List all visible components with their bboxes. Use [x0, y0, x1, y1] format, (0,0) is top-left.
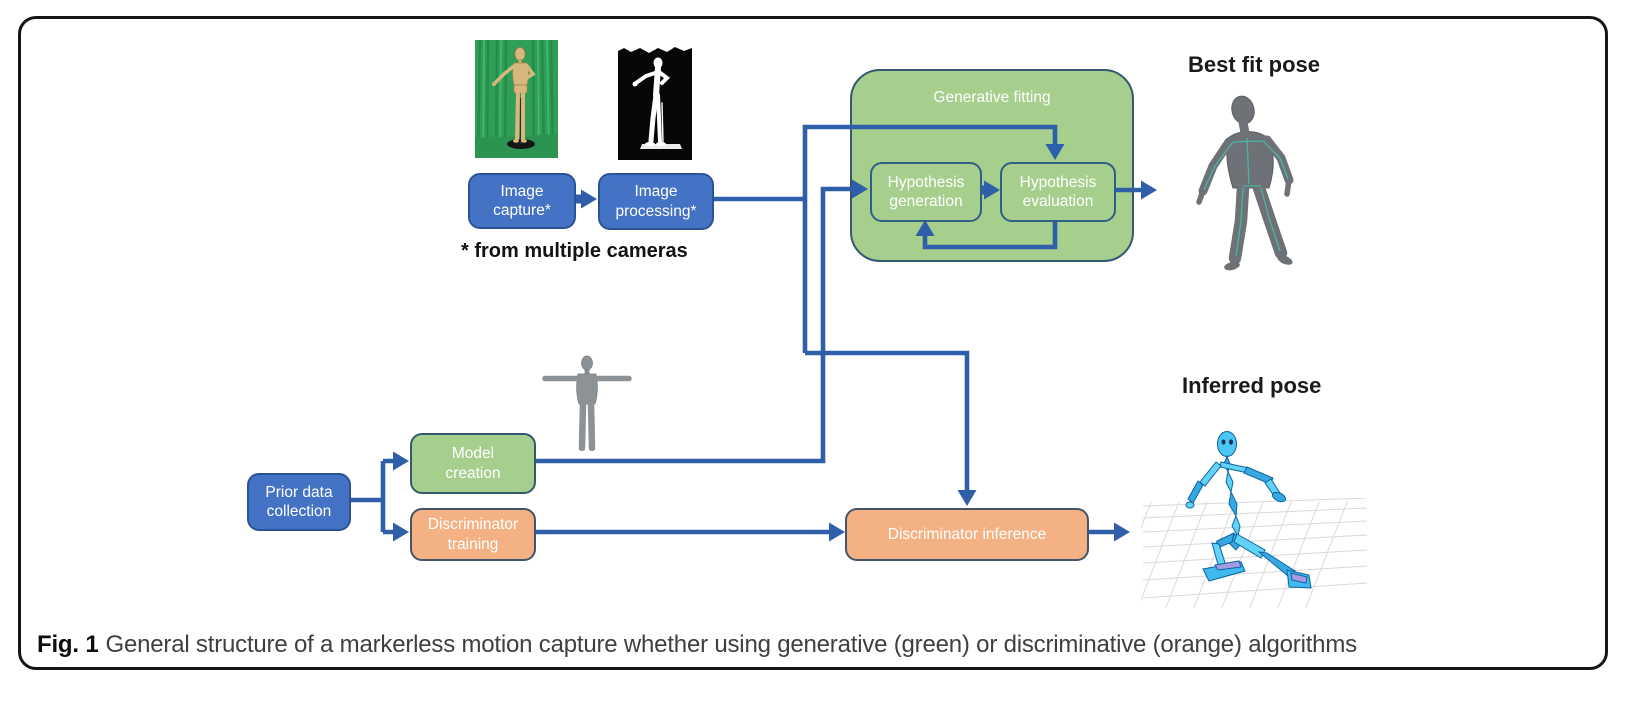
- node-discriminator-training: Discriminator training: [410, 508, 536, 561]
- node-image-processing: Image processing*: [598, 173, 714, 230]
- generative-fitting-label: Generative fitting: [933, 89, 1051, 106]
- figure-caption-text: General structure of a markerless motion…: [105, 631, 1357, 658]
- binary-silhouette-image: [618, 43, 692, 160]
- node-prior-data-collection: Prior data collection: [247, 473, 351, 531]
- inferred-pose-label: Inferred pose: [1182, 373, 1322, 398]
- best-fit-body-mesh: [1196, 95, 1294, 271]
- node-image-capture: Image capture*: [468, 173, 576, 229]
- multi-camera-footnote: * from multiple cameras: [461, 240, 688, 262]
- mannequin-greenscreen-photo: [475, 40, 558, 158]
- t-pose-body-model: [542, 355, 632, 451]
- node-discriminator-inference: Discriminator inference: [845, 508, 1089, 561]
- inferred-skeleton-on-grid: [1141, 431, 1367, 608]
- node-model-creation: Model creation: [410, 433, 536, 494]
- node-hypothesis-evaluation: Hypothesis evaluation: [1000, 162, 1116, 222]
- figure-caption-number: Fig. 1: [37, 631, 99, 658]
- best-fit-pose-label: Best fit pose: [1188, 52, 1321, 77]
- node-hypothesis-generation: Hypothesis generation: [870, 162, 982, 222]
